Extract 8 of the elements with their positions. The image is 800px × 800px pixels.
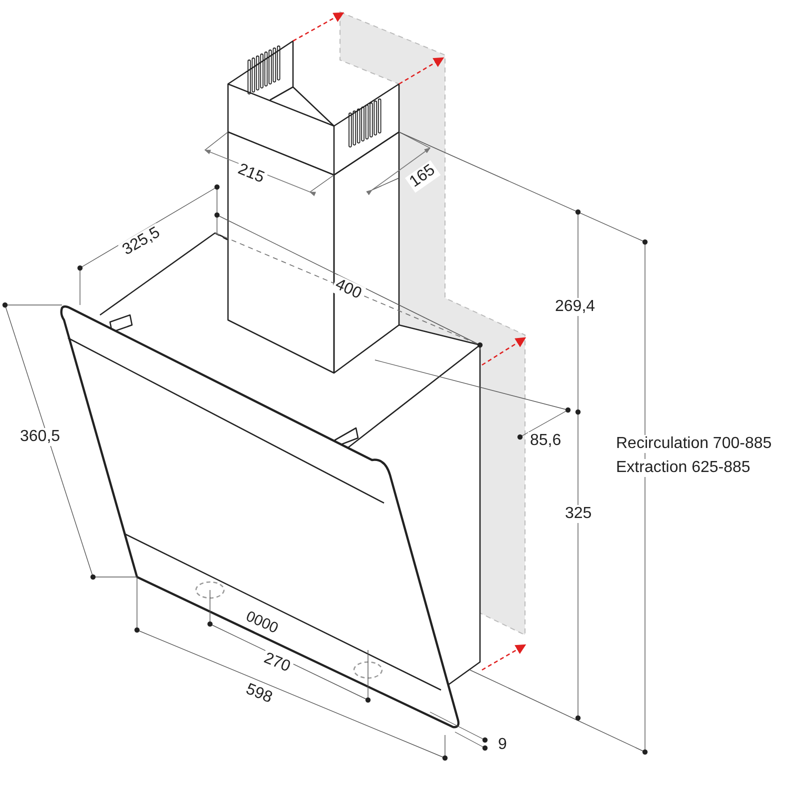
- dimension-label: 325: [563, 505, 594, 523]
- display-text: 0000: [242, 608, 282, 638]
- note-text: Recirculation 700-885: [614, 435, 774, 453]
- dimension-label: 85,6: [528, 432, 564, 450]
- note-text: Extraction 625-885: [614, 459, 752, 477]
- dimension-label: 9: [497, 736, 508, 754]
- dimension-label: 360,5: [18, 428, 62, 446]
- dimension-label: 269,4: [553, 298, 598, 316]
